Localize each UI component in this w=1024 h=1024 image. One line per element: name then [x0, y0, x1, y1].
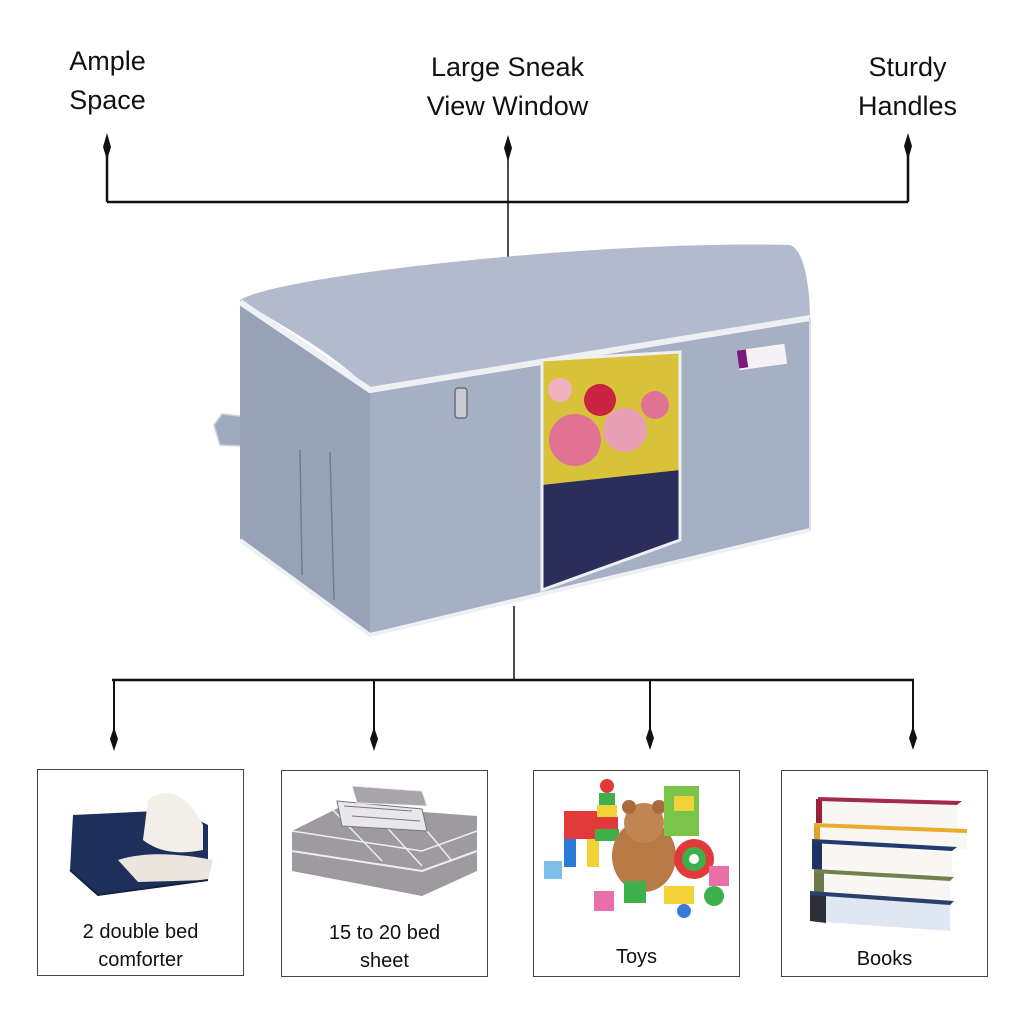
storage-bag-image	[213, 244, 811, 638]
top-connector-diagram	[103, 133, 912, 258]
feature-label-line2: Handles	[857, 91, 958, 121]
feature-label-line2: Space	[69, 85, 146, 115]
arrow-down-icon	[110, 727, 118, 751]
feature-label-line1: Ample	[69, 46, 146, 76]
bedsheet-image	[291, 785, 478, 896]
use-caption-line2: sheet	[360, 950, 409, 972]
use-card-bedsheet: 15 to 20 bed sheet	[281, 770, 488, 977]
feature-label-line1: Sturdy	[868, 52, 947, 82]
use-caption-line1: 15 to 20 bed	[328, 922, 441, 944]
use-card-comforter: 2 double bed comforter	[37, 769, 244, 976]
comforter-image	[69, 793, 213, 897]
arrow-down-icon	[370, 727, 378, 751]
feature-ample-space: Ample Space	[40, 42, 175, 120]
use-caption-line1: Toys	[615, 946, 658, 968]
toys-image	[544, 779, 729, 918]
zipper-pull-icon	[454, 387, 468, 419]
bottom-connector-diagram	[110, 606, 917, 751]
feature-label-line2: View Window	[426, 91, 589, 121]
arrow-up-icon	[103, 133, 111, 160]
feature-sneak-view-window: Large Sneak View Window	[390, 48, 625, 126]
books-image	[810, 797, 967, 931]
use-caption-line2: comforter	[98, 949, 183, 971]
arrow-up-icon	[504, 135, 512, 162]
use-card-books: Books	[781, 770, 988, 977]
use-card-toys: Toys	[533, 770, 740, 977]
use-caption-line1: Books	[856, 948, 913, 970]
arrow-down-icon	[909, 726, 917, 750]
feature-label-line1: Large Sneak	[430, 52, 585, 82]
use-caption-line1: 2 double bed	[82, 921, 199, 943]
arrow-down-icon	[646, 726, 654, 750]
sneak-view-window	[540, 350, 682, 593]
feature-sturdy-handles: Sturdy Handles	[840, 48, 975, 126]
arrow-up-icon	[904, 133, 912, 160]
brand-tag-icon	[736, 343, 788, 371]
